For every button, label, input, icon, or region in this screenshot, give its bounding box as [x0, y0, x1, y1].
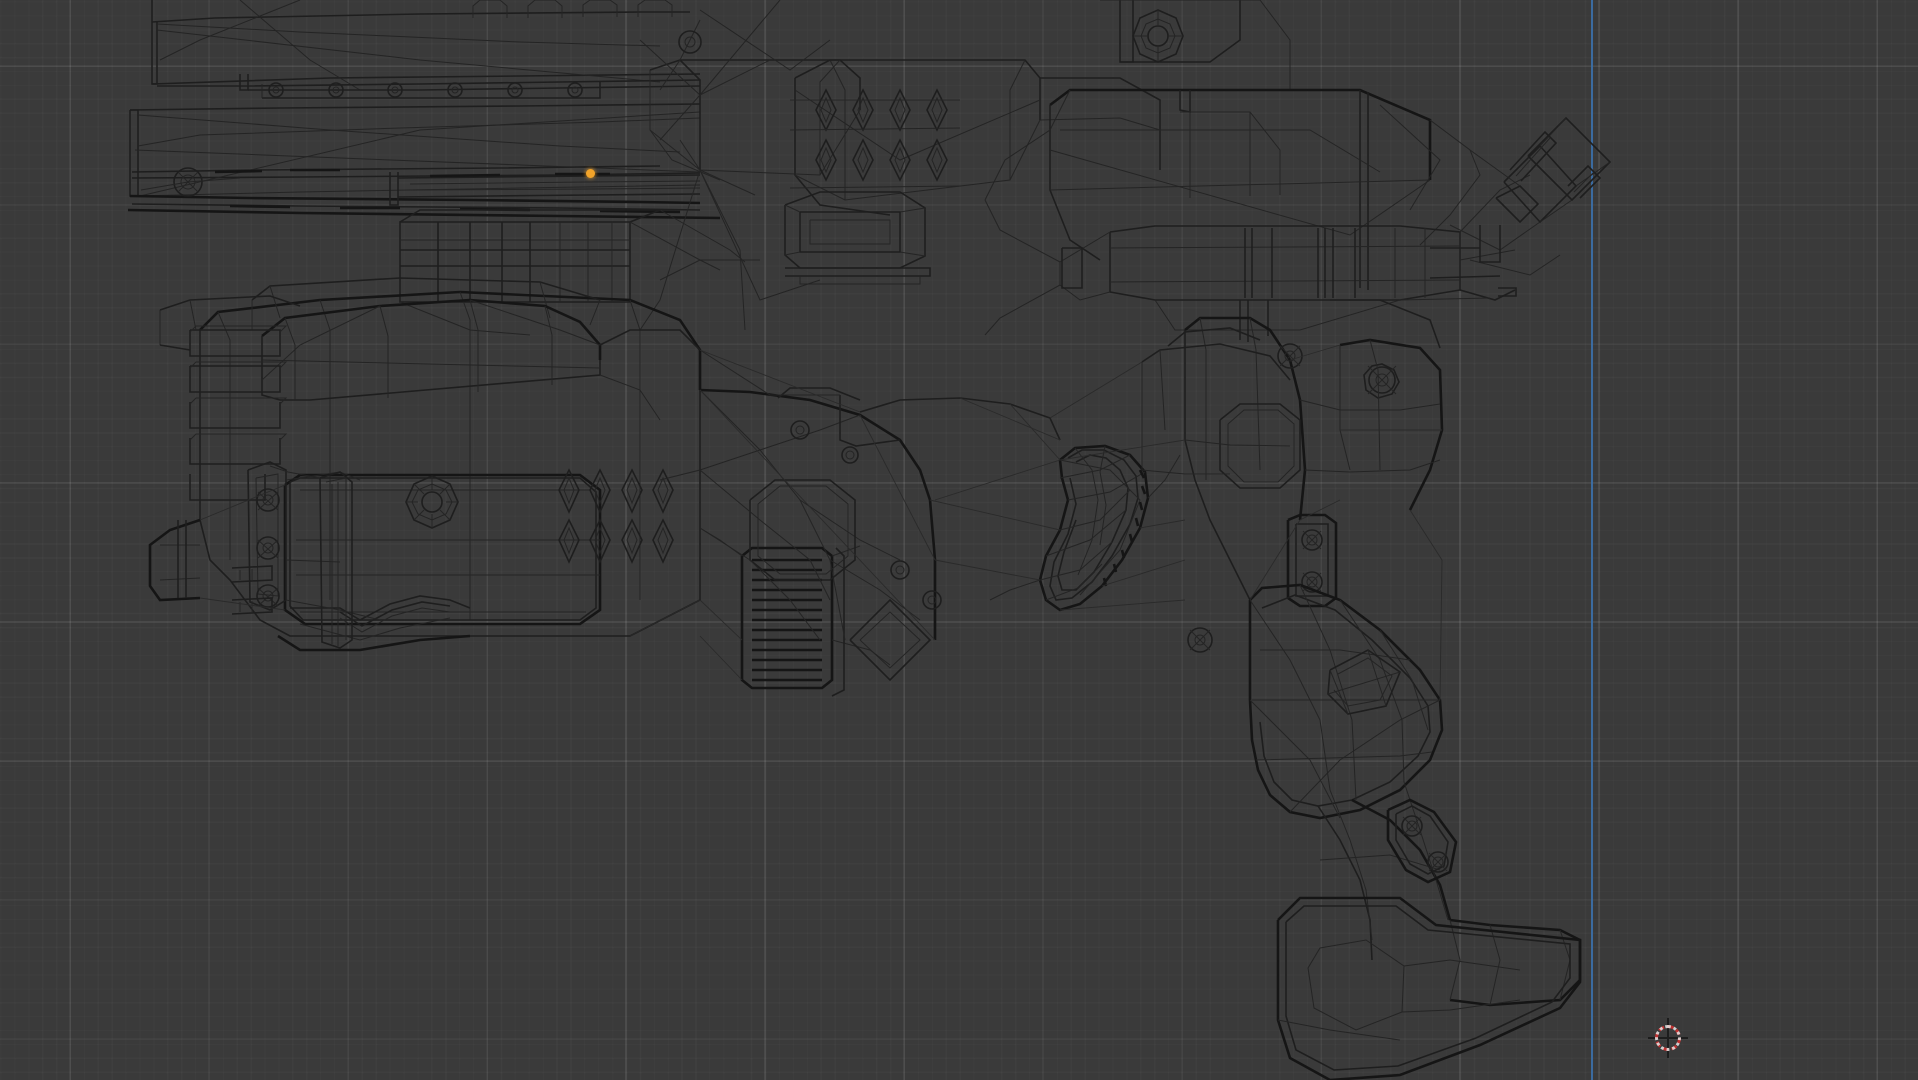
- side-plate-bolt: [406, 476, 458, 528]
- trigger-edge-stipple: [1104, 470, 1145, 586]
- grille-ribs: [752, 560, 822, 680]
- mesh-grip-tab: [1328, 650, 1400, 714]
- barrel-edge-dashes: [215, 170, 680, 212]
- receiver-dial-top: [1120, 0, 1240, 62]
- crosshair-icon[interactable]: [1648, 1018, 1688, 1058]
- rail-stud-row: [473, 0, 672, 18]
- mesh-barrel-shroud: [128, 104, 720, 218]
- vent-diamond-group-side: [559, 470, 673, 562]
- mesh-slide-cover: [262, 300, 600, 400]
- mesh-upper-rail: [152, 0, 700, 98]
- mesh-right-receiver: [1142, 300, 1442, 652]
- mesh-pistol-grip: [1250, 585, 1442, 818]
- mesh-rail-heatsink: [400, 210, 745, 335]
- cursor-ring-white: [1655, 1025, 1681, 1051]
- rail-screw-row: [269, 83, 582, 97]
- mesh-rear-connector: [1400, 118, 1610, 300]
- mesh-trigger: [990, 446, 1180, 610]
- mesh-main-lower-receiver: [150, 278, 700, 650]
- mesh-side-plate: [285, 470, 673, 624]
- mesh-mid-receiver-upper: [640, 0, 960, 330]
- mesh-slot-panel: [1288, 515, 1336, 606]
- mesh-grip-spine: [1278, 782, 1580, 1080]
- mesh-rounded-pad: [270, 466, 352, 648]
- mesh-trigger-frame: [660, 350, 1060, 680]
- mesh-mount-strip: [248, 462, 380, 620]
- object-origin-marker[interactable]: [586, 169, 595, 178]
- mesh-construction-lines: [200, 345, 1442, 700]
- vent-diamond-group-upper: [816, 90, 947, 180]
- mesh-bottom-scallop: [278, 596, 470, 650]
- mesh-butt-pad: [1278, 898, 1580, 1080]
- mesh-hinge-plate: [1388, 800, 1456, 882]
- mesh-rear-upper-body: [985, 90, 1530, 342]
- mesh-front-fins: [160, 296, 380, 648]
- mesh-receiver-wedge: [795, 0, 1290, 215]
- mesh-side-port: [660, 140, 930, 284]
- mesh-heat-grille: [700, 528, 890, 696]
